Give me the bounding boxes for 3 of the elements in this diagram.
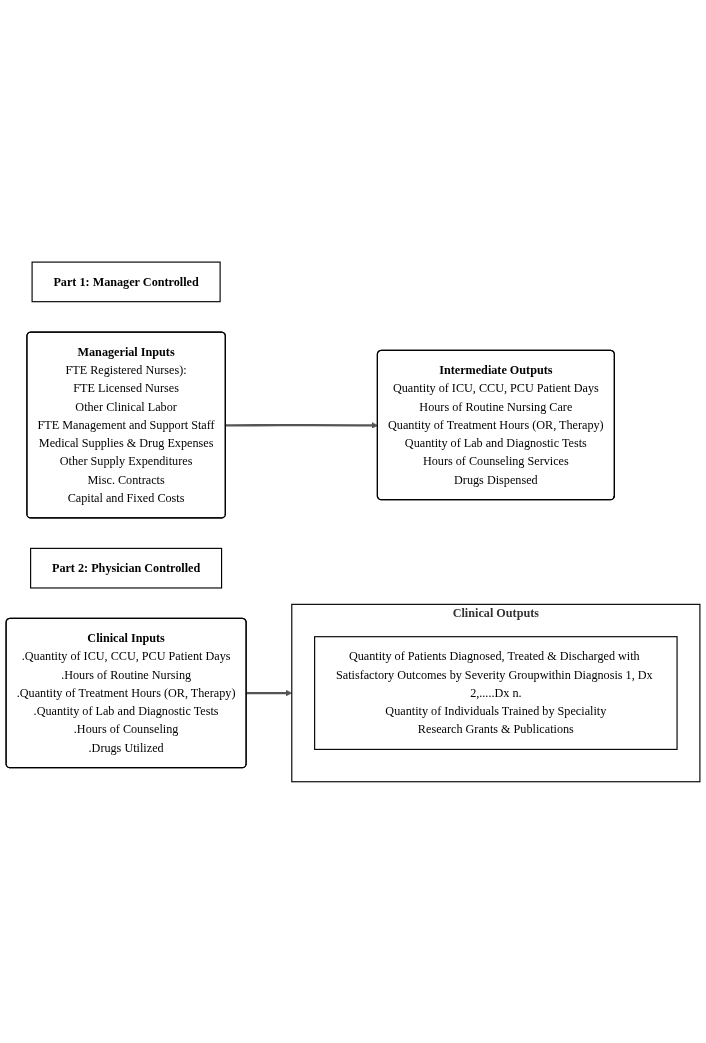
node-box: Part 2: Physician Controlled bbox=[30, 547, 223, 589]
node-box: Quantity of Patients Diagnosed, Treated & Discharged with Satisfactory Outcomes by Severity Groupwithin Diagnosis 1, Dx 2,.....Dx n. Quantity of Individuals Trained by Speciality Research Grants & Publications bbox=[314, 635, 678, 750]
node-box: Part 1: Manager Controlled bbox=[31, 261, 221, 302]
